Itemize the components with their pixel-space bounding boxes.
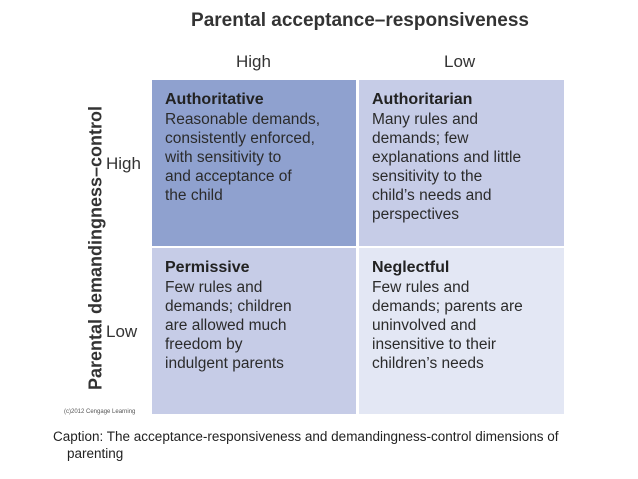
cell-line: indulgent parents [165,355,284,372]
cell-title: Authoritative [165,91,264,108]
vertical-axis-title: Parental demandingness–control [85,105,106,391]
cell-line: demands; parents are [372,298,523,315]
cell-line: demands; few [372,130,469,147]
cell-line: consistently enforced, [165,130,315,147]
cell-line: Few rules and [165,279,263,296]
cell-line: the child [165,187,223,204]
cell-line: children’s needs [372,355,484,372]
column-header-high: High [236,52,271,71]
cell-neglectful: Neglectful Few rules and demands; parent… [359,248,564,414]
cell-line: explanations and little [372,149,522,166]
cell-permissive: Permissive Few rules and demands; childr… [152,248,356,414]
cell-line: uninvolved and [372,317,477,334]
cell-title: Neglectful [372,259,450,276]
cell-line: demands; children [165,298,292,315]
cell-authoritarian: Authoritarian Many rules and demands; fe… [359,80,564,246]
row-header-high: High [106,154,141,173]
copyright-credit: (c)2012 Cengage Learning [64,409,136,415]
cell-line: Reasonable demands, [165,111,321,128]
column-header-low: Low [444,52,476,71]
cell-line: and acceptance of [165,168,292,185]
row-header-low: Low [106,322,138,341]
parenting-styles-grid: Authoritative Reasonable demands, consis… [152,80,564,414]
diagram-title: Parental acceptance–responsiveness [191,10,529,31]
cell-line: perspectives [372,206,460,223]
cell-line: sensitivity to the [372,168,483,185]
cell-line: insensitive to their [372,336,497,353]
cell-line: with sensitivity to [165,149,282,166]
cell-title: Authoritarian [372,91,473,108]
cell-line: Many rules and [372,111,478,128]
cell-line: child’s needs and [372,187,492,204]
figure-caption: Caption: The acceptance-responsiveness a… [53,429,559,461]
cell-line: are allowed much [165,317,287,334]
cell-title: Permissive [165,259,250,276]
cell-line: freedom by [165,336,243,353]
cell-authoritative: Authoritative Reasonable demands, consis… [152,80,356,246]
cell-line: Few rules and [372,279,470,296]
